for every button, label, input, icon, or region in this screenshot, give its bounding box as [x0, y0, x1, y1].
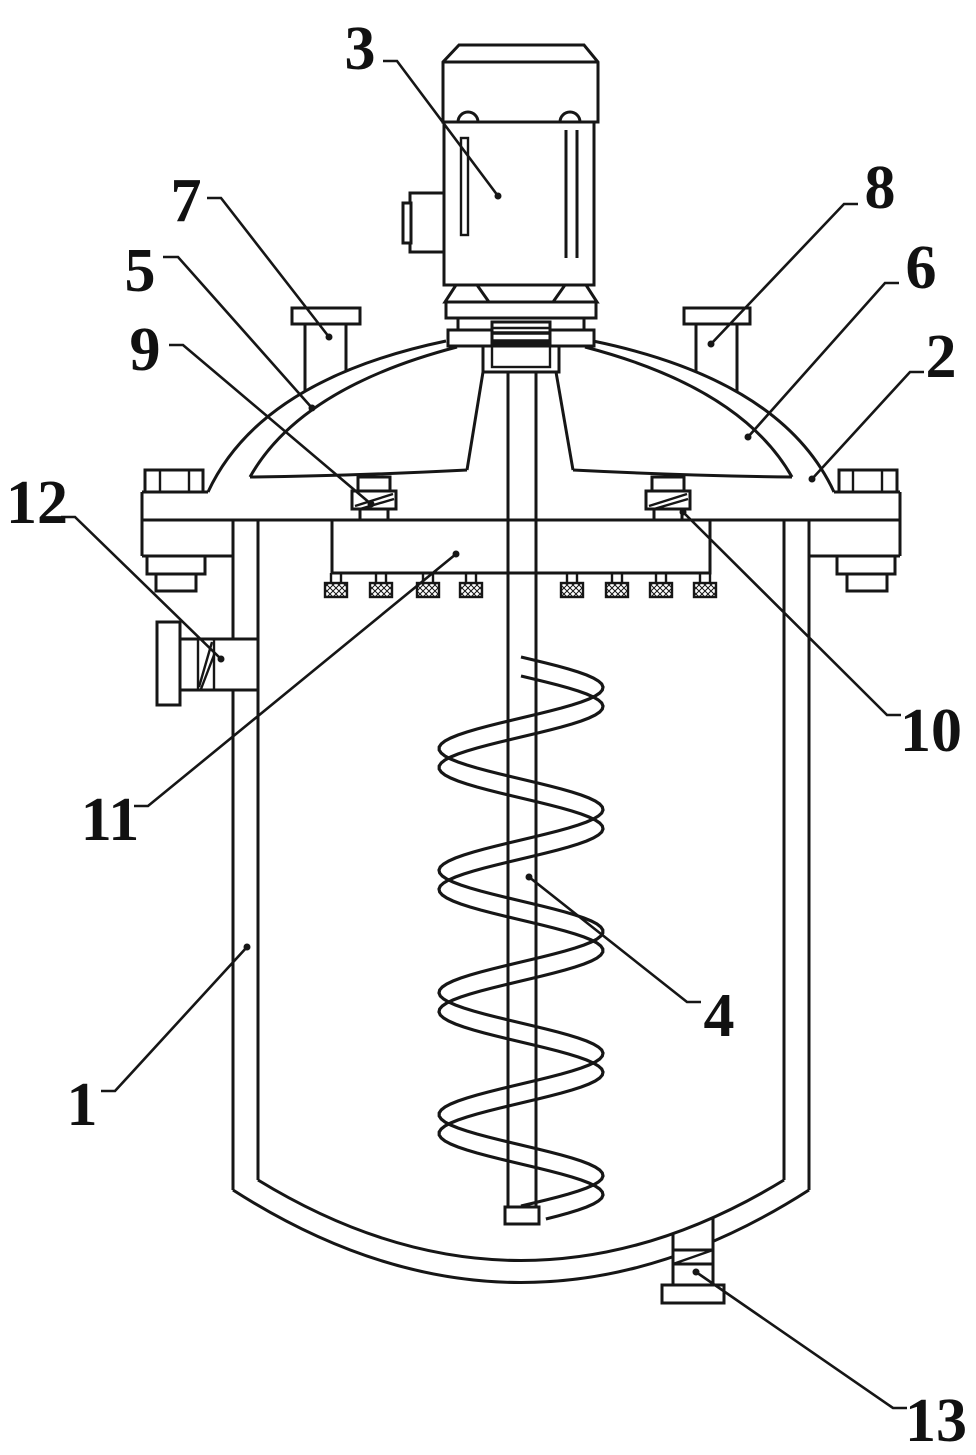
sprayers — [323, 573, 718, 599]
callout-dot-11 — [452, 550, 460, 558]
callout-leader-10 — [682, 511, 901, 717]
dome-inner-arc-left — [248, 345, 458, 478]
motor-slot — [459, 136, 470, 237]
callout-dot-4 — [525, 873, 533, 881]
callout-label-7: 7 — [171, 167, 202, 235]
sprayer-head — [648, 581, 674, 599]
callout-dot-3 — [494, 192, 502, 200]
callout-label-4: 4 — [704, 982, 735, 1050]
vessel-bottom-outer — [232, 1188, 810, 1284]
callout-dot-1 — [243, 943, 251, 951]
screw-blade-edge-2 — [437, 674, 605, 1221]
callout-leader-12 — [61, 515, 222, 660]
flange-bolt-right — [835, 468, 899, 593]
motor-ear-right — [558, 110, 582, 123]
flange-washer-left — [145, 554, 207, 576]
lid-dome — [206, 330, 836, 493]
callout-dot-9 — [367, 500, 375, 508]
callout-leader-3 — [383, 59, 500, 197]
callout-dot-10 — [679, 508, 687, 516]
side-nozzle-flange — [155, 620, 182, 707]
callout-leader-2 — [811, 370, 924, 480]
lid-fitting-left — [350, 475, 398, 522]
dome-cavity-floor-right — [572, 468, 793, 479]
shaft-end-block — [503, 1205, 541, 1226]
dome-inner-arc-right — [584, 345, 794, 478]
lid-nozzle-right-flange — [682, 306, 752, 326]
spray-plate — [323, 518, 718, 599]
sprayer-head — [559, 581, 585, 599]
outlet-flange — [660, 1283, 726, 1305]
flange-nut-right — [845, 572, 889, 593]
flange-washer-right — [835, 554, 897, 576]
vessel-bottom-inner — [257, 1178, 785, 1262]
flange-nut-left — [154, 572, 198, 593]
dome-cavity-floor-left — [249, 468, 468, 479]
callout-label-9: 9 — [130, 316, 161, 384]
motor-foot-right — [550, 283, 600, 304]
callout-leader-5 — [163, 255, 313, 409]
motor-body — [442, 120, 596, 287]
callout-leader-6 — [747, 281, 899, 438]
callout-leader-11 — [134, 552, 457, 808]
dome-cone-left — [465, 371, 485, 471]
lid-nozzle-left-flange — [290, 306, 362, 326]
flange-bolt-left — [143, 468, 207, 593]
motor — [401, 43, 600, 348]
sprayer-head — [458, 581, 484, 599]
callout-dot-8 — [707, 340, 715, 348]
sprayer-head — [415, 581, 441, 599]
callout-label-10: 10 — [900, 697, 962, 765]
motor-junction-box — [408, 191, 446, 254]
bottom-outlet — [660, 1218, 726, 1305]
sprayer-head — [323, 581, 349, 599]
callout-label-5: 5 — [125, 237, 156, 305]
motor-ear-left — [456, 110, 480, 123]
dome-cone-right — [554, 371, 575, 471]
vessel-body — [231, 520, 811, 1284]
screw-blade-edge-1 — [437, 655, 605, 1208]
motor-base-plate — [444, 300, 598, 320]
callout-label-13: 13 — [905, 1387, 967, 1455]
callout-leader-8 — [710, 202, 858, 345]
callout-dot-2 — [808, 475, 816, 483]
callout-dot-6 — [744, 433, 752, 441]
motor-foot-left — [442, 283, 492, 304]
callout-label-1: 1 — [67, 1071, 98, 1139]
callout-leader-13 — [695, 1270, 907, 1410]
callout-leader-1 — [101, 946, 248, 1093]
callout-dot-13 — [692, 1268, 700, 1276]
sprayer-head — [692, 581, 718, 599]
sprayer-head — [368, 581, 394, 599]
callout-leader-7 — [207, 196, 331, 338]
sprayer-head — [604, 581, 630, 599]
motor-cap — [441, 43, 600, 124]
callout-label-12: 12 — [6, 469, 68, 537]
callout-label-11: 11 — [81, 786, 140, 854]
callout-dot-7 — [325, 333, 333, 341]
callout-dot-5 — [308, 404, 316, 412]
shaft-gland — [481, 320, 561, 374]
motor-junction-plate — [401, 201, 413, 245]
lid-flange — [140, 490, 902, 558]
callout-leader-4 — [528, 875, 701, 1004]
callout-label-2: 2 — [926, 323, 957, 391]
side-nozzle — [155, 620, 260, 707]
agitator — [437, 372, 605, 1226]
callout-label-6: 6 — [906, 234, 937, 302]
callout-dot-12 — [217, 655, 225, 663]
callout-label-8: 8 — [865, 154, 896, 222]
callout-label-3: 3 — [345, 15, 376, 83]
callout-leader-9 — [169, 343, 372, 505]
